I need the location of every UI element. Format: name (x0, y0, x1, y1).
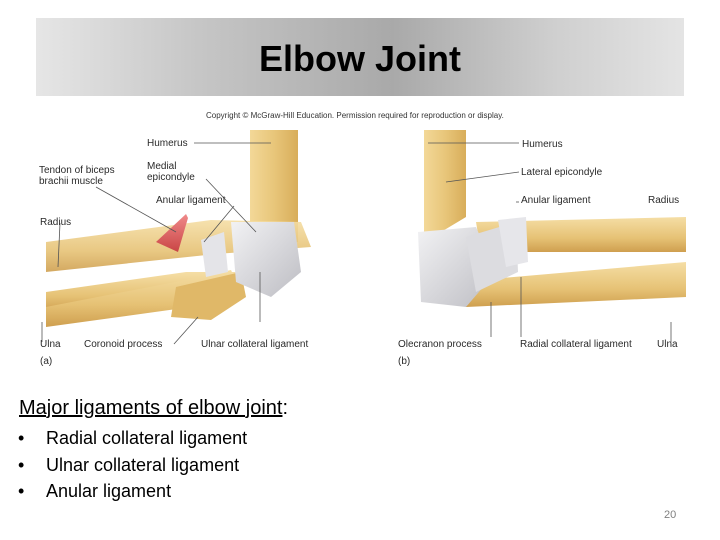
panel-a-anatomy (46, 130, 311, 327)
humerus-bone-b (424, 130, 466, 232)
list-item-text: Ulnar collateral ligament (46, 455, 239, 475)
list-item-text: Anular ligament (46, 481, 171, 501)
ligaments-heading-text: Major ligaments of elbow joint (19, 397, 282, 419)
list-item: •Radial collateral ligament (18, 427, 247, 454)
label-tendon-biceps: Tendon of biceps brachii muscle (39, 165, 115, 187)
label-humerus-b: Humerus (522, 139, 563, 150)
panel-label-a: (a) (40, 356, 52, 367)
label-anular-ligament-a: Anular ligament (156, 195, 225, 206)
ligament-list: •Radial collateral ligament •Ulnar colla… (18, 427, 247, 507)
bullet-icon: • (18, 427, 46, 449)
label-ulnar-collateral-ligament: Ulnar collateral ligament (201, 339, 308, 350)
list-item-text: Radial collateral ligament (46, 428, 247, 448)
label-medial-epicondyle: Medial epicondyle (147, 161, 195, 183)
label-coronoid-process: Coronoid process (84, 339, 162, 350)
title-banner: Elbow Joint (36, 18, 684, 96)
label-ulna-a: Ulna (40, 339, 61, 350)
page-number: 20 (664, 509, 676, 521)
copyright-notice: Copyright © McGraw-Hill Education. Permi… (206, 111, 504, 120)
bullet-icon: • (18, 480, 46, 502)
panel-label-b: (b) (398, 356, 410, 367)
bullet-icon: • (18, 454, 46, 476)
label-radius-b: Radius (648, 195, 679, 206)
label-radial-collateral-ligament: Radial collateral ligament (520, 339, 632, 350)
label-anular-ligament-b: Anular ligament (521, 195, 590, 206)
list-item: •Anular ligament (18, 480, 247, 507)
label-olecranon-process: Olecranon process (398, 339, 482, 350)
label-ulna-b: Ulna (657, 339, 678, 350)
label-lateral-epicondyle: Lateral epicondyle (521, 167, 602, 178)
anular-ligament-shape-a (201, 232, 228, 277)
slide-title: Elbow Joint (36, 38, 684, 80)
label-humerus-a: Humerus (147, 138, 188, 149)
list-item: •Ulnar collateral ligament (18, 454, 247, 481)
elbow-illustration (36, 122, 686, 372)
label-radius-a: Radius (40, 217, 71, 228)
ligaments-heading: Major ligaments of elbow joint: (19, 397, 288, 420)
panel-b-anatomy (418, 130, 686, 307)
ligaments-heading-colon: : (282, 397, 288, 419)
